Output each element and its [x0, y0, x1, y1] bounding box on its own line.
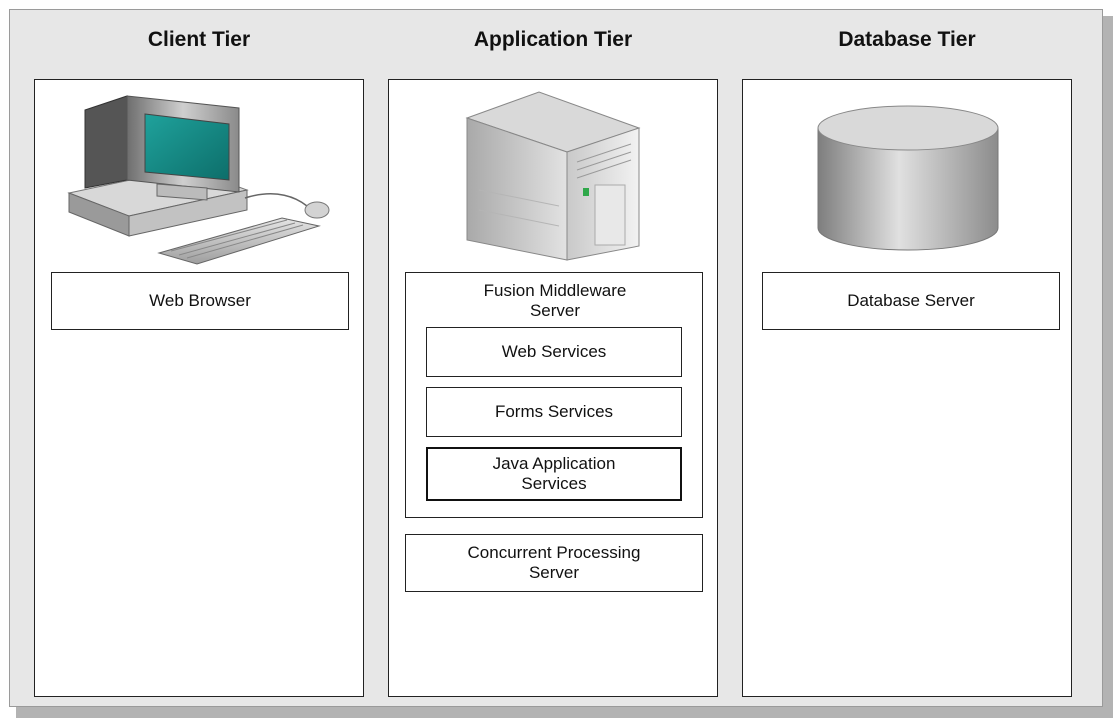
server-tower-icon [465, 91, 641, 261]
database-tier-title: Database Tier [838, 28, 976, 51]
application-tier-panel: Fusion Middleware Server Web Services Fo… [388, 79, 718, 697]
fusion-middleware-server-box: Fusion Middleware Server Web Services Fo… [405, 272, 703, 518]
java-application-services-box: Java Application Services [426, 447, 682, 501]
concurrent-processing-server-box: Concurrent Processing Server [405, 534, 703, 592]
database-server-box: Database Server [762, 272, 1060, 330]
client-tier-panel: Web Browser [34, 79, 364, 697]
web-browser-box: Web Browser [51, 272, 349, 330]
database-cylinder-icon [817, 105, 999, 251]
web-services-box: Web Services [426, 327, 682, 377]
database-tier-panel: Database Server [742, 79, 1072, 697]
forms-services-box: Forms Services [426, 387, 682, 437]
client-tier-title: Client Tier [147, 28, 251, 51]
application-tier-title: Application Tier [473, 28, 633, 51]
fusion-middleware-server-label: Fusion Middleware Server [483, 281, 627, 321]
desktop-computer-icon [67, 95, 330, 265]
